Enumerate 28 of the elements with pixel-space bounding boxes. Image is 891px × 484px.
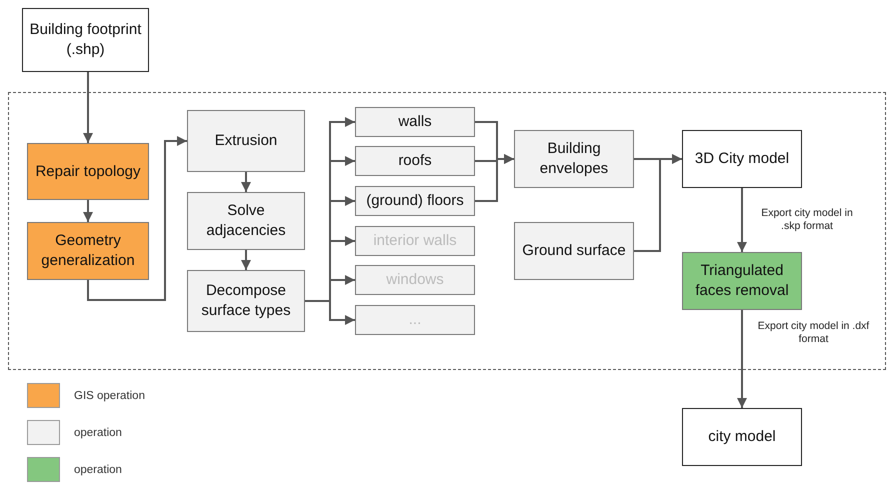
arrow — [87, 136, 187, 301]
process-box: walls — [355, 107, 475, 137]
process-box: Extrusion — [187, 110, 305, 172]
arrow — [305, 300, 355, 325]
legend-text: operation — [74, 464, 122, 476]
legend-text: operation — [74, 426, 122, 438]
process-box: Repair topology — [27, 143, 149, 200]
process-box: roofs — [355, 146, 475, 176]
arrow — [634, 154, 682, 252]
process-box: Geometry generalization — [27, 222, 149, 280]
process-box: 3D City model — [682, 130, 802, 188]
arrow — [83, 72, 93, 143]
process-box: Building footprint (.shp) — [22, 8, 149, 72]
arrow — [241, 250, 251, 270]
arrow — [737, 310, 747, 408]
legend-text: GIS operation — [74, 390, 145, 402]
arrow — [241, 172, 251, 192]
process-box: Building envelopes — [514, 130, 634, 188]
process-box: Ground surface — [514, 222, 634, 280]
process-box: (ground) floors — [355, 186, 475, 216]
process-box: Solve adjacencies — [187, 192, 305, 250]
arrow — [475, 154, 514, 202]
process-box: city model — [682, 408, 802, 466]
arrow — [83, 200, 93, 222]
process-box: Triangulated faces removal — [682, 252, 802, 310]
process-box: ... — [355, 305, 475, 335]
process-box: Decompose surface types — [187, 270, 305, 332]
arrow — [737, 188, 747, 252]
